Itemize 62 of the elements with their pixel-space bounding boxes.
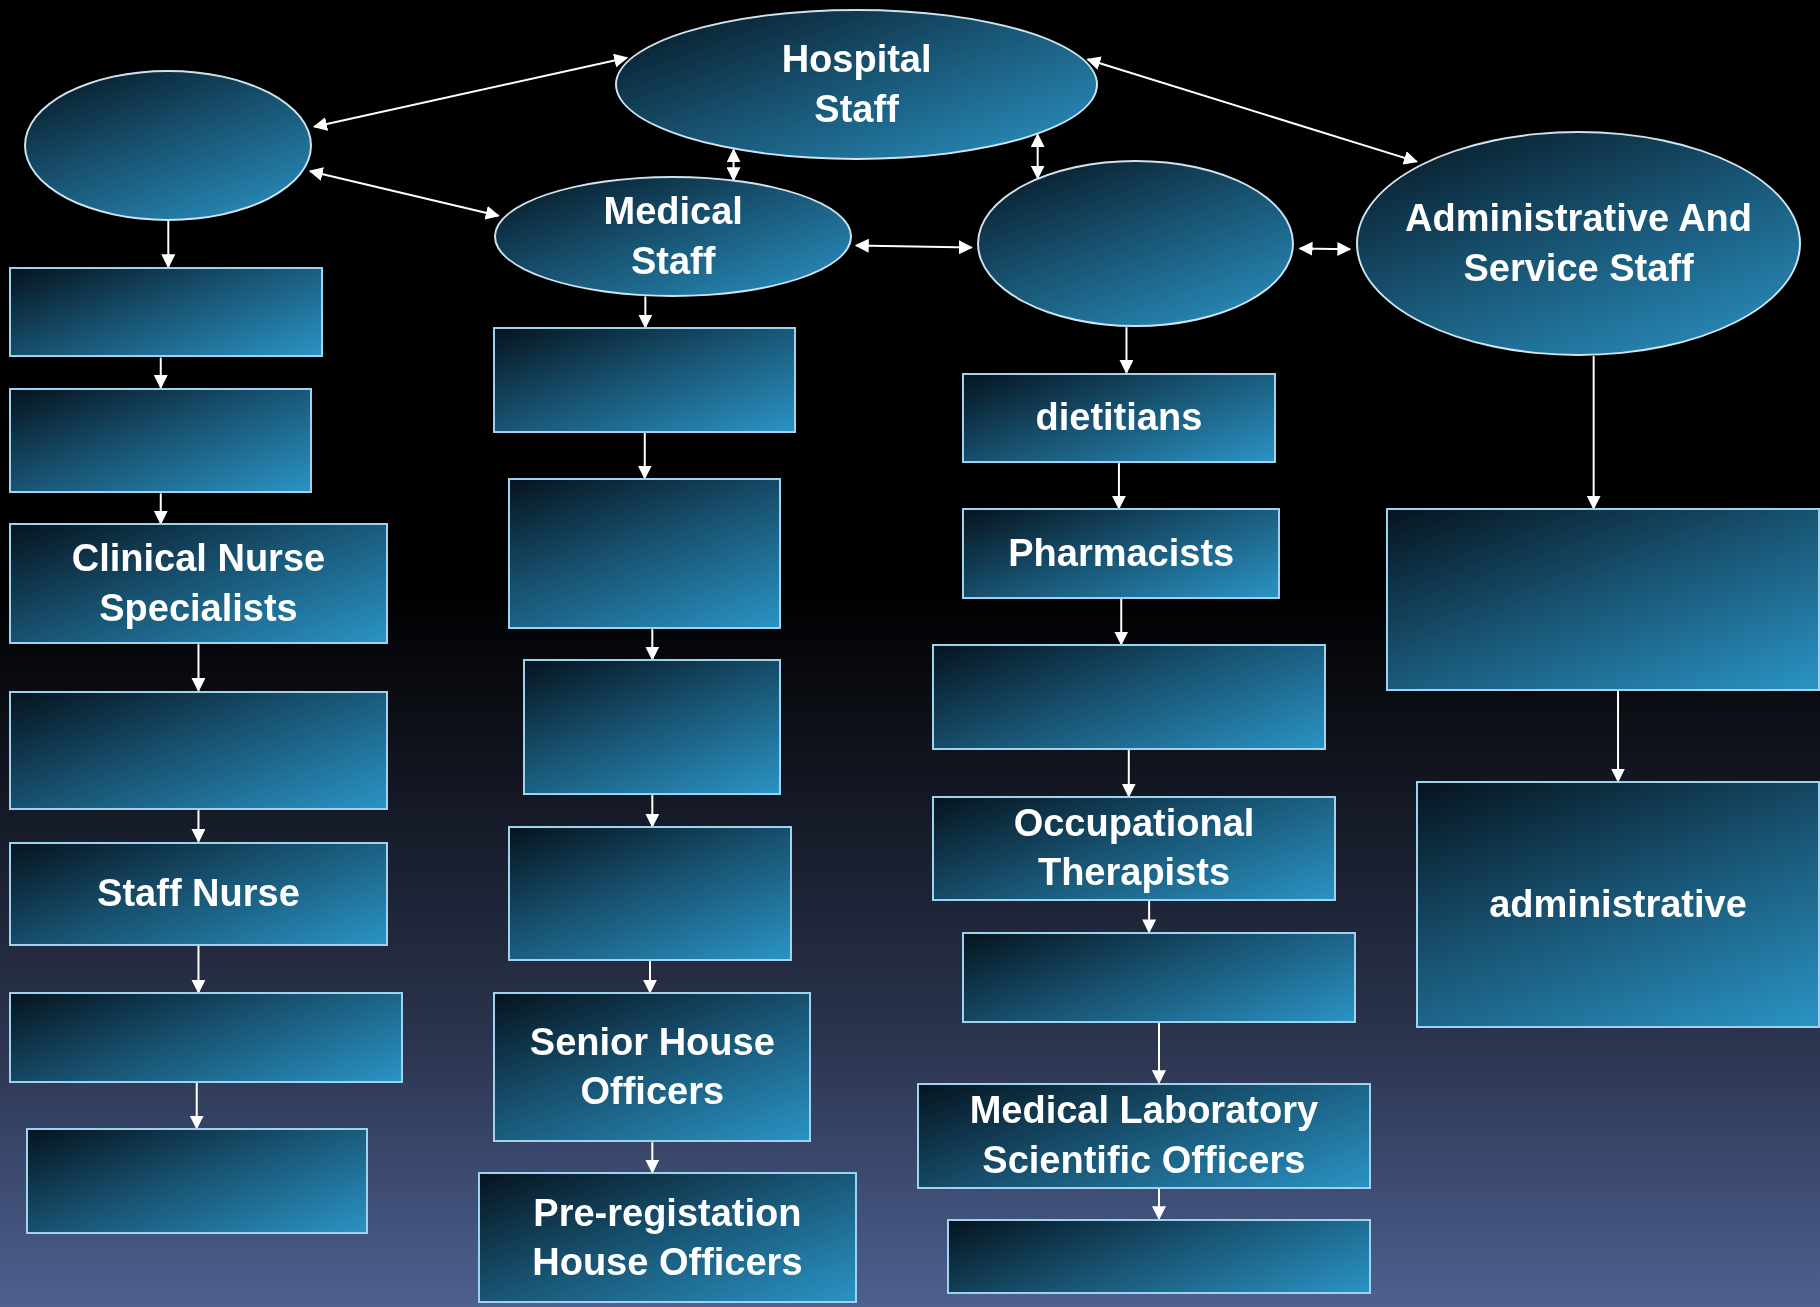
process-box — [962, 932, 1356, 1023]
arrow — [637, 431, 652, 480]
node-label: Clinical Nurse Specialists — [70, 536, 327, 631]
process-box — [932, 644, 1326, 750]
process-box — [1385, 508, 1820, 691]
process-box — [508, 826, 792, 962]
process-box — [9, 523, 388, 645]
process-box — [9, 841, 388, 946]
process-box — [9, 387, 313, 494]
node-label: Medical Laboratory Scientific Officers — [968, 1088, 1320, 1183]
process-box — [25, 1128, 368, 1234]
process-box — [493, 992, 812, 1143]
arrow — [645, 628, 660, 661]
process-box — [493, 327, 797, 433]
node-label: Administrative And Service Staff — [1404, 196, 1753, 291]
arrow — [308, 167, 500, 220]
arrow — [191, 945, 206, 994]
arrow — [1086, 56, 1418, 165]
node-label: Senior House Officers — [528, 1019, 776, 1115]
node-label: Occupational Therapists — [1012, 801, 1256, 896]
arrow — [153, 356, 168, 390]
arrow — [1298, 241, 1352, 256]
arrow — [1121, 748, 1136, 798]
node-label: administrative — [1488, 882, 1748, 928]
process-box — [932, 796, 1336, 901]
arrow — [1151, 1021, 1166, 1085]
arrow — [1111, 462, 1126, 510]
node-label: Hospital Staff — [780, 37, 933, 132]
node-label: Pre-registation House Officers — [531, 1190, 804, 1285]
process-box — [508, 478, 782, 630]
process-box — [962, 508, 1281, 599]
arrow — [1611, 689, 1626, 783]
arrow — [189, 1081, 204, 1130]
process-box — [962, 372, 1276, 464]
process-box — [9, 992, 403, 1083]
process-box — [523, 659, 782, 796]
arrow — [191, 643, 206, 693]
process-box — [9, 266, 323, 358]
node-label: Pharmacists — [1007, 530, 1236, 576]
process-box — [1416, 781, 1820, 1029]
process-box — [478, 1172, 857, 1304]
process-box — [947, 1218, 1371, 1295]
arrow — [643, 960, 657, 994]
process-box — [9, 690, 388, 811]
node-label: dietitians — [1034, 395, 1204, 441]
node-label: Staff Nurse — [96, 871, 301, 917]
node-label: Medical Staff — [602, 189, 744, 284]
arrow — [313, 53, 629, 131]
arrow — [1151, 1187, 1166, 1221]
arrow — [161, 219, 176, 269]
arrow — [1586, 355, 1601, 510]
arrow — [153, 492, 168, 525]
arrow — [638, 295, 653, 329]
arrow — [1030, 133, 1045, 180]
arrow — [645, 1141, 660, 1174]
arrow — [1119, 326, 1134, 374]
process-box — [916, 1082, 1371, 1189]
arrow — [191, 809, 206, 843]
arrow — [854, 238, 973, 255]
arrow — [645, 794, 660, 828]
arrow — [1142, 899, 1157, 934]
arrow — [1114, 597, 1129, 646]
